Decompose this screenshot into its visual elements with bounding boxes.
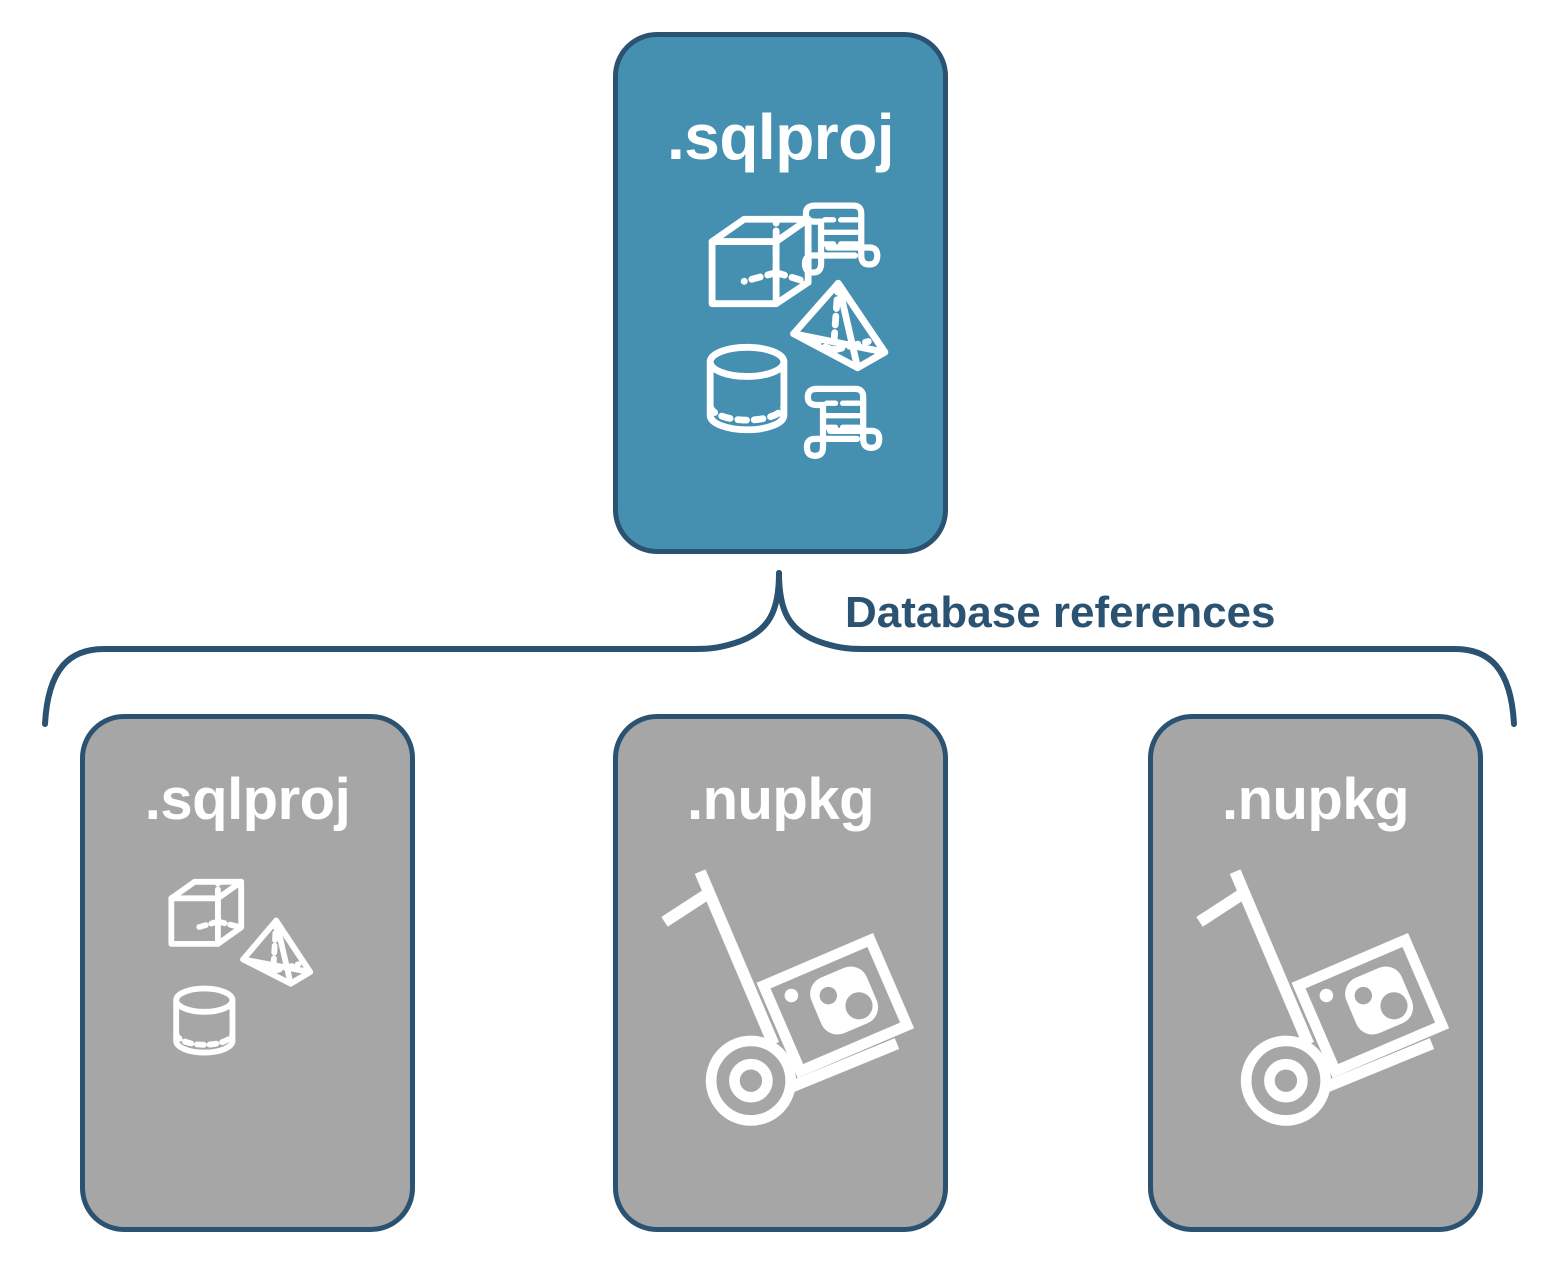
node-ref-nupkg-1-label: .nupkg [686,767,875,832]
wheel-icon [705,1035,797,1126]
hand-truck-toe-plate [786,1038,900,1094]
node-ref-nupkg-2[interactable]: .nupkg [1148,714,1483,1232]
nuget-logo-icon [1319,966,1414,1035]
connector-label: Database references [845,588,1276,637]
hand-truck-handle [1196,885,1252,927]
node-ref-sqlproj-label: .sqlproj [144,767,351,832]
cube-icon [168,878,245,947]
node-root-sqlproj-label: .sqlproj [666,101,895,173]
node-ref-nupkg-1[interactable]: .nupkg [613,714,948,1232]
hand-truck-beam [1229,869,1314,1047]
node-ref-nupkg-2-label: .nupkg [1221,767,1410,832]
hand-truck-handle [661,885,717,927]
package-box-icon [1291,933,1450,1078]
wheel-icon [1240,1035,1332,1126]
node-ref-sqlproj[interactable]: .sqlproj [80,714,415,1232]
hand-truck-toe-plate [1321,1038,1435,1094]
hand-truck-beam [694,869,779,1047]
package-box-icon [756,933,915,1078]
cylinder-icon [173,985,236,1056]
pyramid-icon [240,917,313,987]
nuget-logo-icon [784,966,879,1035]
